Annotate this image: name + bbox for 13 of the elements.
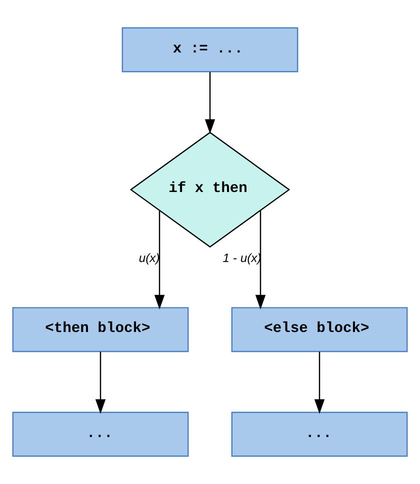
- node-box: ...: [12, 412, 189, 457]
- edge-label: u(x): [138, 250, 160, 265]
- node-box: <else block>: [231, 307, 408, 352]
- arrow: [95, 352, 106, 414]
- node-box: <then block>: [12, 307, 189, 352]
- arrow: [314, 352, 325, 414]
- node-box: x := ...: [122, 27, 298, 72]
- arrow: [255, 210, 266, 310]
- node-diamond: if x then: [130, 132, 290, 248]
- edge-label: 1 - u(x): [222, 250, 262, 265]
- node-box: ...: [231, 412, 408, 457]
- arrow: [204, 72, 216, 134]
- arrow: [154, 210, 165, 310]
